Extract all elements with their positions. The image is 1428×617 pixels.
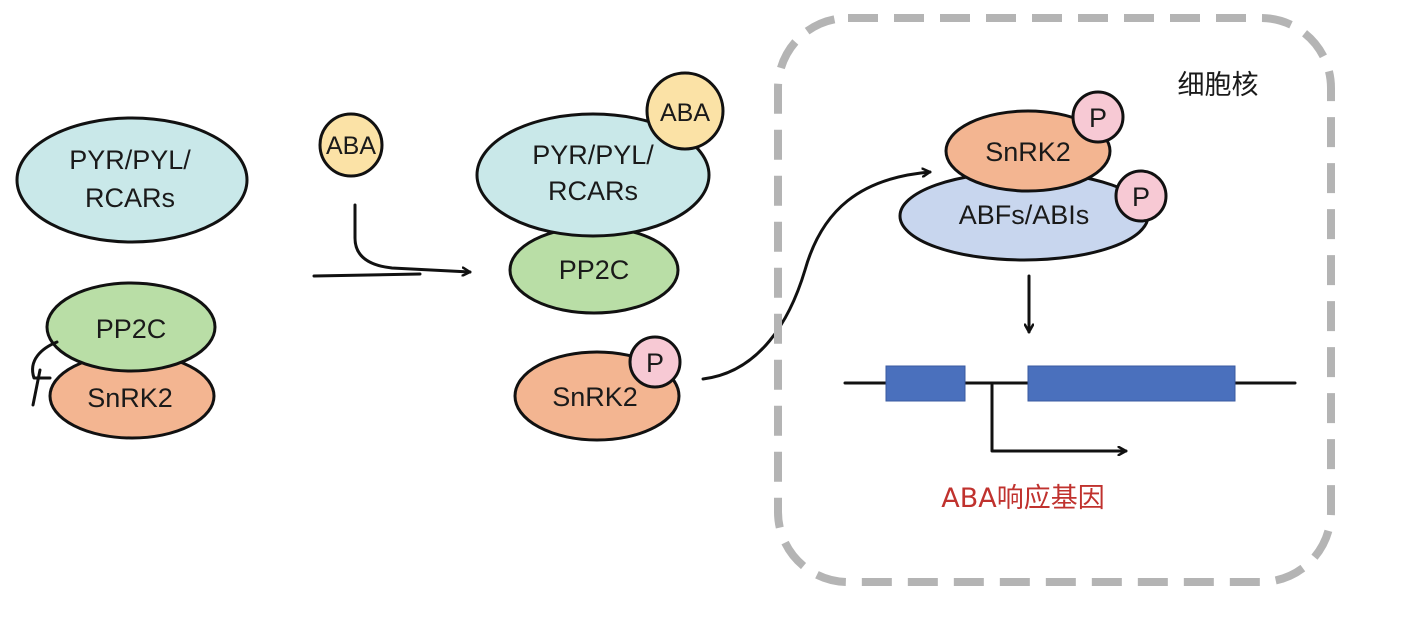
released-snrk2-label: SnRK2 xyxy=(552,382,638,412)
abfs-phospho-label: P xyxy=(1132,182,1150,212)
released-snrk2: SnRK2 P xyxy=(513,335,682,442)
free-aba: ABA xyxy=(318,112,384,178)
receptor-left-line1: PYR/PYL/ xyxy=(69,145,191,175)
nucleus-border xyxy=(774,14,1335,586)
coding-block xyxy=(1027,365,1236,402)
bound-aba: ABA xyxy=(645,71,725,151)
nuclear-snrk2-phospho-label: P xyxy=(1089,103,1107,133)
promoter-block xyxy=(885,365,966,402)
pp2c-bound: PP2C xyxy=(508,225,680,315)
pp2c-left-label: PP2C xyxy=(96,314,167,344)
gene-label: ABA响应基因 xyxy=(941,483,1104,514)
left-complex: PYR/PYL/ RCARs SnRK2 PP2C xyxy=(15,116,249,440)
receptor-left: PYR/PYL/ RCARs xyxy=(15,116,249,244)
gene xyxy=(843,365,1297,451)
pp2c-bound-label: PP2C xyxy=(559,255,630,285)
nuclear-snrk2-label: SnRK2 xyxy=(985,137,1071,167)
pp2c-left: PP2C xyxy=(45,281,217,373)
translocation-arrow xyxy=(701,172,932,381)
receptor-left-line2: RCARs xyxy=(85,183,175,213)
receptor-bound: PYR/PYL/ RCARs xyxy=(475,112,711,238)
bound-complex: PP2C PYR/PYL/ RCARs ABA xyxy=(475,71,725,315)
snrk2-left-label: SnRK2 xyxy=(87,383,173,413)
receptor-bound-line1: PYR/PYL/ xyxy=(532,140,654,170)
binding-arrow xyxy=(312,203,472,278)
abfs-complex: ABFs/ABIs P xyxy=(898,169,1168,262)
nuclear-snrk2: SnRK2 P xyxy=(944,90,1125,193)
transcription-arrow xyxy=(990,383,1128,451)
released-snrk2-phospho-label: P xyxy=(646,348,664,378)
receptor-bound-line2: RCARs xyxy=(548,176,638,206)
bound-aba-label: ABA xyxy=(660,99,710,127)
free-aba-label: ABA xyxy=(326,132,376,160)
snrk2-left: SnRK2 xyxy=(48,352,216,440)
abfs-label: ABFs/ABIs xyxy=(959,200,1090,230)
nucleus-label: 细胞核 xyxy=(1178,70,1259,101)
nucleus: 细胞核 ABFs/ABIs P SnRK2 P ABA响应基因 xyxy=(774,14,1335,586)
inhibition-symbol xyxy=(31,340,59,407)
